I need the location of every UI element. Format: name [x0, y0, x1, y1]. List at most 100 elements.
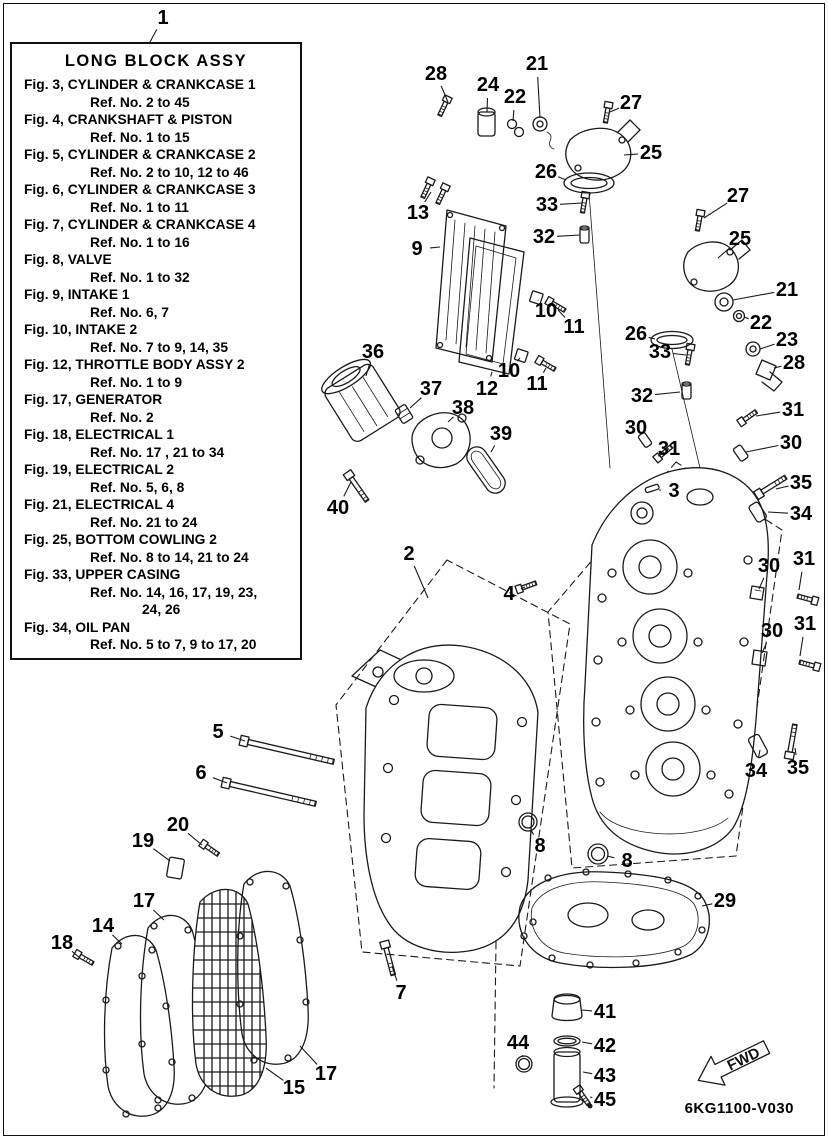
legend-ref-line: Ref. No. 21 to 24 — [90, 514, 198, 530]
legend-fig-line: Fig. 5, CYLINDER & CRANKCASE 2 — [24, 147, 256, 162]
leader-line — [365, 364, 370, 377]
legend-fig-line: Fig. 19, ELECTRICAL 2 — [24, 462, 175, 477]
leader-line — [657, 452, 664, 457]
crankcase-block-left — [351, 644, 539, 953]
leader-line — [556, 234, 581, 237]
legend-entries: Fig. 3, CYLINDER & CRANKCASE 1 Ref. No. 2… — [12, 76, 300, 654]
leader-line — [755, 411, 781, 417]
leader-line — [717, 247, 731, 259]
legend-fig-line: Fig. 8, VALVE — [24, 252, 112, 267]
leader-line — [521, 1055, 524, 1058]
legend-ref-line: Ref. No. 1 to 16 — [90, 234, 190, 250]
leader-line — [743, 316, 749, 320]
leader-line — [798, 571, 803, 591]
leader-line — [516, 357, 521, 362]
legend-ref-line: Ref. No. 1 to 9 — [90, 374, 182, 390]
leader-line — [758, 577, 765, 590]
leader-line — [623, 153, 639, 156]
oil-filter-group — [321, 358, 506, 505]
leader-line — [537, 76, 541, 119]
leader-line — [409, 397, 422, 409]
leader-line — [654, 391, 681, 396]
leader-line — [153, 848, 171, 862]
leader-line — [582, 1071, 593, 1075]
oil-strainer-group — [515, 993, 593, 1109]
legend-ref-line: Ref. No. 17 , 21 to 34 — [90, 444, 225, 460]
leader-line — [581, 1041, 593, 1045]
legend-ref-line: 24, 26 — [142, 602, 181, 617]
legend-fig-line: Fig. 21, ELECTRICAL 4 — [24, 497, 175, 512]
legend-fig-line: Fig. 9, INTAKE 1 — [24, 287, 130, 302]
legend-fig-line: Fig. 12, THROTTLE BODY ASSY 2 — [24, 357, 245, 372]
leader-line — [775, 485, 789, 490]
intake-plate-group — [418, 176, 568, 375]
leader-line — [581, 1009, 593, 1012]
thermostat-assembly-top — [435, 94, 641, 194]
o-rings — [518, 812, 609, 865]
leader-line — [299, 1045, 318, 1065]
leader-line — [757, 749, 761, 759]
exhaust-cover-group — [72, 838, 310, 1118]
leader-line — [557, 309, 566, 318]
legend-box: LONG BLOCK ASSY Fig. 3, CYLINDER & CRANK… — [10, 42, 302, 660]
leader-line — [732, 291, 775, 301]
lower-gasket — [518, 868, 710, 969]
leader-line — [153, 909, 165, 921]
leader-line — [413, 565, 429, 599]
thermostat-assembly-right — [577, 190, 783, 400]
legend-fig-line: Fig. 17, GENERATOR — [24, 392, 163, 407]
leader-line — [773, 365, 782, 369]
legend-ref-line: Ref. No. 1 to 32 — [90, 269, 190, 285]
legend-ref-line: Ref. No. 8 to 14, 21 to 24 — [90, 549, 249, 565]
leader-line — [112, 934, 123, 945]
legend-fig-line: Fig. 7, CYLINDER & CRANKCASE 4 — [24, 217, 256, 232]
leader-line — [490, 371, 493, 377]
leader-line — [149, 29, 158, 43]
leader-line — [799, 636, 804, 657]
leader-line — [701, 903, 713, 907]
leader-line — [212, 777, 228, 784]
legend-fig-line: Fig. 33, UPPER CASING — [24, 567, 181, 582]
leader-line — [767, 511, 789, 514]
leader-line — [559, 202, 583, 205]
legend-ref-line: Ref. No. 6, 7 — [90, 304, 169, 320]
legend-fig-line: Fig. 4, CRANKSHAFT & PISTON — [24, 112, 233, 127]
leader-line — [606, 855, 615, 859]
legend-fig-line: Fig. 10, INTAKE 2 — [24, 322, 138, 337]
leader-line — [429, 246, 441, 249]
leader-line — [71, 950, 81, 959]
leader-line — [703, 202, 728, 219]
leader-line — [187, 832, 203, 846]
cylinder-block-right — [514, 467, 769, 855]
legend-ref-line: Ref. No. 1 to 11 — [90, 199, 189, 215]
leader-line — [486, 97, 489, 113]
leader-line — [265, 1067, 284, 1081]
leader-line — [530, 829, 535, 835]
leader-line — [794, 747, 797, 756]
legend-fig-line: Fig. 25, BOTTOM COWLING 2 — [24, 532, 217, 547]
legend-ref-line: Ref. No. 5 to 7, 9 to 17, 20 — [90, 637, 257, 652]
leader-line — [672, 352, 687, 356]
drawing-code: 6KG1100-V030 — [684, 1100, 794, 1117]
legend-ref-line: Ref. No. 2 to 10, 12 to 46 — [90, 164, 249, 180]
legend-fig-line: Fig. 34, OIL PAN — [24, 619, 131, 635]
legend-ref-line: Ref. No. 5, 6, 8 — [90, 479, 185, 495]
legend-fig-line: Fig. 6, CYLINDER & CRANKCASE 3 — [24, 182, 256, 197]
leader-line — [520, 586, 526, 590]
leader-line — [557, 176, 567, 181]
leader-line — [761, 642, 768, 654]
leader-line — [424, 191, 432, 203]
leader-line — [391, 965, 398, 981]
legend-ref-line: Ref. No. 2 to 45 — [90, 94, 190, 110]
leader-line — [230, 735, 246, 742]
leader-line — [745, 444, 779, 453]
legend-fig-line: Fig. 3, CYLINDER & CRANKCASE 1 — [24, 77, 256, 92]
legend-fig-line: Fig. 18, ELECTRICAL 1 — [24, 427, 175, 442]
leader-line — [440, 85, 449, 103]
leader-line — [343, 481, 352, 497]
leader-line — [542, 367, 547, 373]
leader-line — [759, 343, 775, 350]
